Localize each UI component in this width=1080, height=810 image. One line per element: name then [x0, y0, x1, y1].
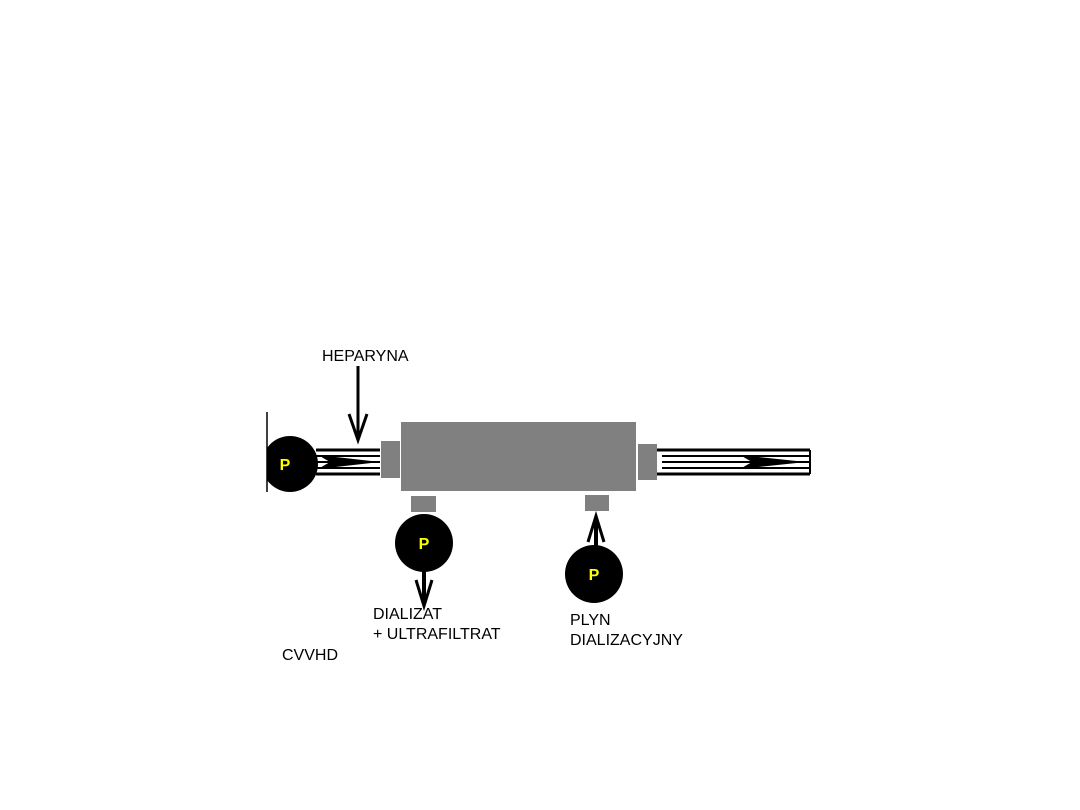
- heparin-arrow: [347, 366, 369, 445]
- effluent-label-line2: + ULTRAFILTRAT: [373, 626, 501, 643]
- dialysate-pump-label: P: [589, 567, 600, 584]
- filter-inlet-connector: [381, 441, 400, 478]
- outflow-tubing: [657, 448, 811, 476]
- blood-pump-label: P: [280, 457, 291, 474]
- hemofilter-body: [401, 422, 636, 491]
- dialysate-pump: P: [565, 545, 623, 603]
- effluent-arrow: [414, 566, 434, 612]
- flow-arrow-out: [740, 455, 806, 469]
- heparin-label: HEPARYNA: [322, 348, 409, 365]
- dialysate-label-line1: PLYN: [570, 612, 611, 629]
- flow-arrow-in: [318, 455, 380, 469]
- dialysate-label-line2: DIALIZACYJNY: [570, 632, 683, 649]
- effluent-pump: P: [395, 514, 453, 572]
- filter-outlet-connector: [638, 444, 657, 480]
- effluent-port: [411, 496, 436, 512]
- effluent-label-line1: DIALIZAT: [373, 606, 443, 623]
- mode-label: CVVHD: [282, 647, 339, 664]
- dialysate-port: [585, 495, 609, 511]
- inflow-tubing: [316, 448, 380, 476]
- effluent-pump-label: P: [419, 536, 430, 553]
- blood-pump: P: [267, 436, 318, 492]
